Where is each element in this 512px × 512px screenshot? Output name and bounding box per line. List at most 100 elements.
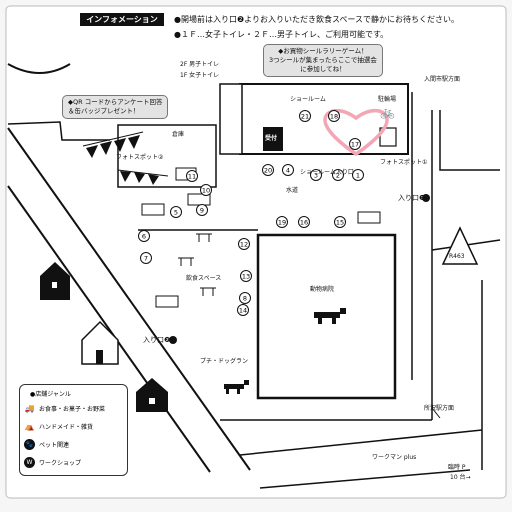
booth-number: 9 [200, 207, 204, 215]
legend-item-handmade: ⛺ ハンドメイド・雑貨 [24, 421, 94, 432]
food-truck-icon: 🚚 [24, 404, 35, 413]
toilet-block [219, 83, 243, 155]
booth-marker-18: 18 [328, 110, 340, 122]
booth-circle [240, 270, 252, 282]
booth-marker-3: 3 [310, 169, 322, 181]
legend-label-handmade: ハンドメイド・雑貨 [39, 424, 94, 431]
label-parking: 臨時 P [448, 464, 466, 471]
warehouse-building [117, 124, 217, 188]
survey-callout: ◆QR コードからアンケート回答 ＆缶バッジプレゼント！ [62, 95, 169, 119]
booth-circle [262, 164, 274, 176]
info-header: インフォメーション [80, 13, 164, 26]
label-showroom-entrance: ショールーム入り口 [300, 169, 354, 176]
paw-icon: 🐾 [24, 439, 35, 450]
booth-number: 19 [278, 219, 286, 227]
booth-marker-1: 1 [352, 169, 364, 181]
booth-circle [276, 216, 288, 228]
dachshund-icon-2 [224, 380, 249, 394]
house-icon-1 [40, 262, 70, 300]
booth-circle [352, 169, 364, 181]
bunting-flags-2 [120, 171, 159, 185]
stamp-callout-line-1: ◆お買物シールラリーゲーム！ [278, 47, 368, 55]
booth-circle [334, 216, 346, 228]
booth-marker-7: 7 [140, 252, 152, 264]
label-dining: 飲食スペース [186, 275, 222, 282]
label-parking-count: 10 台→ [450, 474, 471, 481]
booth-marker-10: 10 [200, 184, 212, 196]
arrow-mark [431, 407, 441, 419]
legend-label-food: お食事・お菓子・お野菜 [39, 406, 106, 413]
booth-marker-21: 21 [299, 110, 311, 122]
label-route: R463 [449, 253, 465, 260]
diagonal-road-outer [7, 127, 251, 471]
booth-circle [349, 138, 361, 150]
booth-number: 17 [351, 141, 359, 149]
booth-circle [310, 169, 322, 181]
label-warehouse: 倉庫 [172, 131, 185, 138]
legend-label-pet: ペット関連 [39, 442, 70, 449]
booth-circle [299, 110, 311, 122]
booth-number: 6 [142, 233, 146, 241]
road-bottom-2 [239, 429, 483, 456]
booth-circle [298, 216, 310, 228]
label-photo-spot-2: フォトスポット② [116, 154, 164, 161]
legend-label-workshop: ワークショップ [39, 460, 82, 467]
booth-circle [332, 169, 344, 181]
survey-callout-line-1: ◆QR コードからアンケート回答 [68, 98, 163, 106]
booth-circle [237, 304, 249, 316]
survey-callout-line-2: ＆缶バッジプレゼント！ [68, 107, 140, 115]
booth-marker-13: 13 [240, 270, 252, 282]
booth-circle [328, 110, 340, 122]
label-toilet-2f: 2F 男子トイレ [180, 61, 220, 68]
road-bottom-3 [259, 469, 471, 489]
booth-circle [140, 252, 152, 264]
booth-circle [196, 204, 208, 216]
booth-circle [282, 164, 294, 176]
booth-circle [238, 238, 250, 250]
entrance-2-marker [169, 336, 177, 344]
info-note-opening: ●開場前は入り口❷よりお入りいただき飲食スペースで静かにお待ちください。 [174, 15, 460, 24]
label-tokorozawa: 所沢駅方面 [424, 405, 455, 412]
booth-number: 20 [264, 167, 272, 175]
booth-marker-16: 16 [298, 216, 310, 228]
label-water: 水道 [286, 187, 299, 194]
genre-legend: ●店舗ジャンル 🚚 お食事・お菓子・お野菜 ⛺ ハンドメイド・雑貨 🐾 ペット関… [19, 384, 128, 476]
stamp-callout-line-2: 3つシールが集まったらここで抽選会 [269, 56, 377, 64]
bunting-flags-1 [86, 135, 140, 158]
booth-marker-8: 8 [239, 292, 251, 304]
booth-number: 2 [336, 172, 340, 180]
booth-marker-5: 5 [170, 206, 182, 218]
info-note-toilets: ●１Ｆ…女子トイレ・２Ｆ…男子トイレ、ご利用可能です。 [174, 30, 389, 39]
booth-marker-19: 19 [276, 216, 288, 228]
booth-marker-2: 2 [332, 169, 344, 181]
legend-item-pet: 🐾 ペット関連 [24, 439, 69, 450]
booth-number: 21 [301, 113, 309, 121]
booth-circle [200, 184, 212, 196]
upper-road [7, 121, 110, 141]
entrance-1-marker [422, 194, 430, 202]
stamp-rally-callout: ◆お買物シールラリーゲーム！ 3つシールが集まったらここで抽選会 に参加してね！ [263, 44, 383, 77]
reception-box [263, 127, 283, 151]
booth-number: 3 [314, 172, 318, 180]
booth-marker-15: 15 [334, 216, 346, 228]
house-icon-3 [136, 378, 168, 412]
label-toilet-1f: 1F 女子トイレ [180, 72, 220, 79]
tent-icon: ⛺ [24, 422, 35, 431]
label-showroom: ショールーム [290, 96, 326, 103]
booth-number: 8 [243, 295, 247, 303]
booth-marker-4: 4 [282, 164, 294, 176]
label-iruma: 入間市駅方面 [424, 76, 461, 83]
label-reception: 受付 [265, 135, 278, 142]
route-shield-icon [441, 226, 479, 265]
house-window-3 [149, 398, 155, 404]
bunting-line-1 [82, 131, 144, 147]
booth-number: 14 [239, 307, 247, 315]
label-entrance-2: 入り口❷ [143, 336, 171, 344]
label-workman: ワークマン plus [372, 454, 417, 461]
stamp-callout-line-3: に参加してね！ [300, 65, 346, 73]
label-hospital: 動物病院 [310, 286, 335, 293]
booth-marker-14: 14 [237, 304, 249, 316]
legend-title: ●店舗ジャンル [30, 391, 71, 398]
